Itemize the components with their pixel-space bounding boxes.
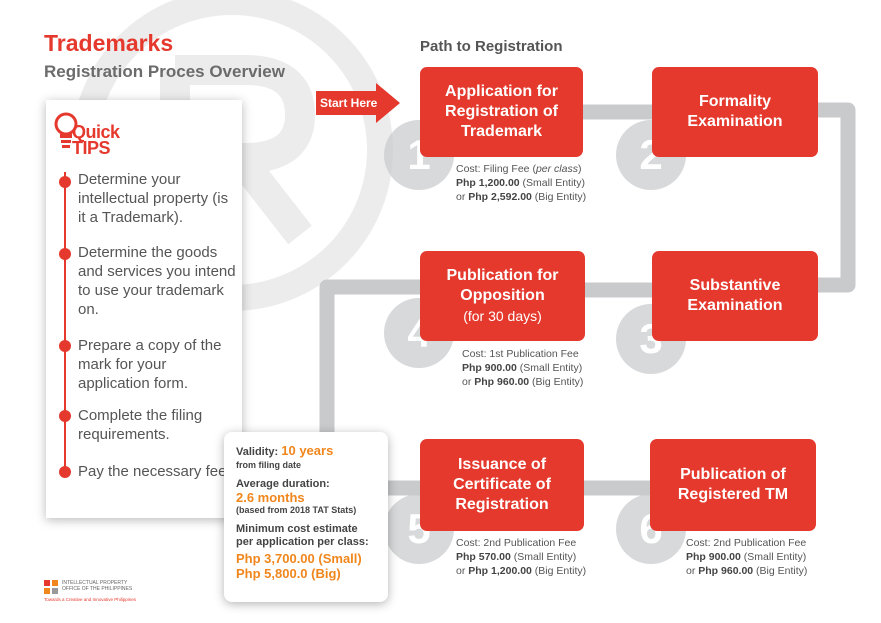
- cost-step-4: Cost: 1st Publication Fee Php 900.00 (Sm…: [462, 348, 584, 388]
- step-title: Publication for Opposition: [446, 267, 559, 304]
- duration-value: 2.6 months: [236, 490, 305, 505]
- validity-label: Validity:: [236, 446, 282, 458]
- tip-bullet: [59, 410, 71, 422]
- tip-bullet: [59, 176, 71, 188]
- tip-item: Pay the necessary fees: [78, 463, 234, 480]
- min-cost-label: Minimum cost estimate per application pe…: [236, 523, 369, 548]
- quick-label: Quick: [72, 122, 120, 142]
- step-title: Application for Registration of Trademar…: [445, 83, 558, 140]
- step-box-publication-opposition: Publication for Opposition (for 30 days): [420, 251, 585, 341]
- tip-bullet: [59, 466, 71, 478]
- start-here-label: Start Here: [320, 96, 378, 110]
- page-title: Trademarks: [44, 30, 174, 56]
- tip-bullet: [59, 248, 71, 260]
- duration-label: Average duration:: [236, 478, 330, 490]
- step-title: Publication of Registered TM: [677, 466, 789, 503]
- cost-step-5: Cost: 2nd Publication Fee Php 570.00 (Sm…: [456, 537, 587, 577]
- step-box-issuance-certificate: Issuance of Certificate of Registration: [420, 439, 584, 531]
- cost-step-6: Cost: 2nd Publication Fee Php 900.00 (Sm…: [686, 537, 808, 577]
- step-box-publication-registered: Publication of Registered TM: [650, 439, 816, 531]
- lightbulb-icon: [54, 112, 78, 148]
- summary-info-card: Validity: 10 years from filing date Aver…: [224, 432, 388, 602]
- step-title: Substantive Examination: [687, 277, 783, 314]
- step-title: Formality Examination: [687, 93, 783, 130]
- validity-value: 10 years: [281, 443, 334, 458]
- validity-note: from filing date: [236, 460, 301, 470]
- quick-tips-card: Quick TIPS Determine your intellectual p…: [46, 100, 242, 518]
- cost-step-1: Cost: Filing Fee (per class) Php 1,200.0…: [456, 163, 587, 203]
- tip-item: Complete the filing requirements.: [78, 407, 203, 443]
- min-cost-big: Php 5,800.0 (Big): [236, 566, 341, 581]
- min-cost-small: Php 3,700.00 (Small): [236, 551, 362, 566]
- ipophl-logo: INTELLECTUAL PROPERTY OFFICE OF THE PHIL…: [44, 580, 137, 602]
- tips-timeline-line: [64, 172, 66, 472]
- page-subtitle: Registration Proces Overview: [44, 62, 285, 81]
- tips-label: TIPS: [72, 138, 111, 158]
- path-title: Path to Registration: [420, 38, 563, 55]
- tip-item: Determine your intellectual property (is…: [78, 171, 229, 226]
- tip-bullet: [59, 340, 71, 352]
- tip-item: Prepare a copy of the mark for your appl…: [78, 337, 222, 392]
- step-box-application: Application for Registration of Trademar…: [420, 67, 583, 157]
- duration-note: (based from 2018 TAT Stats): [236, 505, 357, 515]
- step-box-formality-examination: Formality Examination: [652, 67, 818, 157]
- step-box-substantive-examination: Substantive Examination: [652, 251, 818, 341]
- ipophl-logo-icon: [44, 580, 58, 594]
- step-title: Issuance of Certificate of Registration: [453, 456, 551, 513]
- step-subtitle: (for 30 days): [463, 308, 542, 324]
- start-arrow-icon: [316, 83, 400, 123]
- tip-item: Determine the goods and services you int…: [78, 244, 236, 318]
